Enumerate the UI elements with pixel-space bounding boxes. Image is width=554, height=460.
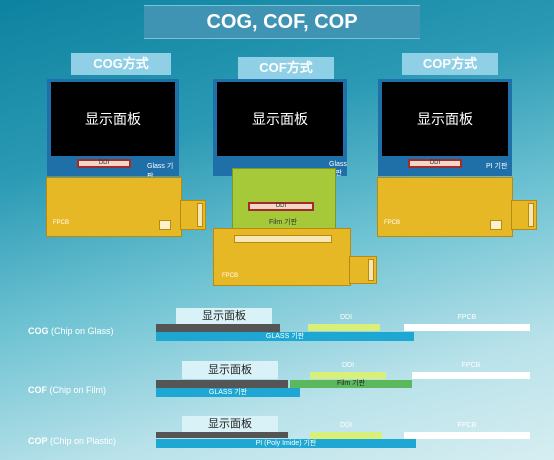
cop-label: COP方式 (402, 53, 498, 75)
cog-connector-pad (159, 220, 171, 230)
row-cof-film-bar: Film 기판 (290, 380, 412, 388)
cog-glass-panel: 显示面板 DDI Glass 기판 (47, 79, 179, 180)
cog-ddi-chip: DDI (77, 159, 131, 168)
row-cog-label: COG (Chip on Glass) (28, 326, 114, 336)
row-cop-ddi-label: DDI (339, 422, 353, 429)
cof-ddi-chip: DDI (248, 202, 314, 211)
row-cof-ddi-label: DDI (341, 362, 355, 369)
cog-screen: 显示面板 (51, 82, 175, 156)
cog-finger-contacts (197, 203, 203, 227)
cog-substrate-label: Glass 기판 (147, 163, 174, 180)
cop-fpcb-tail (511, 200, 537, 230)
row-cof-fpcb-bar (412, 372, 530, 379)
row-cop-label: COP (Chip on Plastic) (28, 436, 117, 446)
cop-fpcb: FPCB (377, 177, 513, 237)
cof-label: COF方式 (238, 57, 334, 79)
row-cog-fpcb-bar (404, 324, 530, 331)
row-cof-panel-label: 显示面板 (182, 361, 278, 379)
row-cog-ddi-bar (308, 324, 380, 331)
row-cop-fpcb-bar (404, 432, 530, 439)
row-cop-panel-label: 显示面板 (182, 416, 278, 432)
row-cof-label: COF (Chip on Film) (28, 385, 107, 395)
row-cof-ddi-bar (310, 372, 386, 379)
cop-ddi-chip: DDI (408, 159, 462, 168)
cof-fpcb: FPCB (213, 228, 351, 286)
cop-connector-pad (490, 220, 502, 230)
cof-substrate-label: Film 기판 (269, 219, 298, 226)
cog-label: COG方式 (71, 53, 171, 75)
row-cog-fpcb-label: FPCB (457, 314, 477, 321)
row-cog-ddi-label: DDI (339, 314, 353, 321)
cog-fpcb-tail (180, 200, 206, 230)
row-cog-panel-bar (156, 324, 280, 332)
cog-fpcb-label: FPCB (53, 220, 70, 226)
cof-finger-contacts (368, 259, 374, 281)
cof-screen: 显示面板 (217, 82, 343, 156)
cof-bond-contacts (234, 235, 332, 243)
cop-panel: 显示面板 DDI PI 기판 (378, 79, 512, 176)
row-cof-fpcb-label: FPCB (461, 362, 481, 369)
cop-fpcb-label: FPCB (384, 220, 401, 226)
row-cop-fpcb-label: FPCB (457, 422, 477, 429)
cof-glass-panel: 显示面板 Glass 기판 (213, 79, 347, 177)
row-cog-panel-label: 显示面板 (176, 308, 272, 324)
cof-fpcb-tail (349, 256, 377, 284)
row-cog-glass-bar: GLASS 기판 (156, 332, 414, 341)
row-cof-glass-bar: GLASS 기판 (156, 388, 300, 397)
cof-fpcb-label: FPCB (222, 273, 239, 279)
row-cof-panel-bar (156, 380, 288, 388)
diagram-title: COG, COF, COP (144, 5, 420, 39)
cop-finger-contacts (528, 203, 534, 227)
row-cop-ddi-bar (310, 432, 382, 439)
row-cop-pi-bar: PI (Poly Imide) 기판 (156, 439, 416, 448)
cog-fpcb: FPCB (46, 177, 182, 237)
cop-substrate-label: PI 기판 (486, 163, 508, 170)
row-cop-panel-bar (156, 432, 288, 438)
cop-screen: 显示面板 (382, 82, 508, 156)
